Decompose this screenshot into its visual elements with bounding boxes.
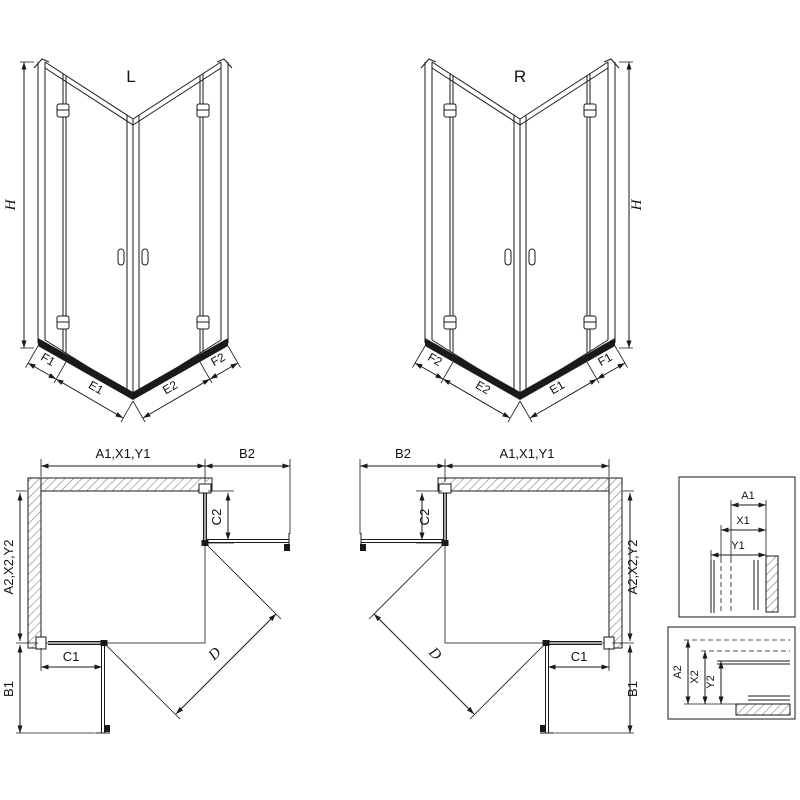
front-view-right: R H F2 E2 E1 F1 xyxy=(412,58,645,423)
hinge-mark xyxy=(201,540,209,546)
wall-profiles xyxy=(33,58,233,343)
dim-diagonal: D xyxy=(104,543,282,720)
dim-b2-label: B2 xyxy=(239,446,255,461)
dim-c1: C1 xyxy=(548,648,610,671)
dim-x2-label: X2 xyxy=(689,670,701,683)
dim-b2-label: B2 xyxy=(395,446,411,461)
front-view-left-title: L xyxy=(126,67,135,86)
wall-section xyxy=(765,555,779,613)
dim-e2-label: E2 xyxy=(160,378,180,398)
plan-view-left: A1,X1,Y1 B2 C2 A2,X2,Y2 B1 C1 D xyxy=(1,446,291,734)
dim-c2: C2 xyxy=(208,490,234,544)
walls xyxy=(27,477,213,649)
dim-e1-label: E1 xyxy=(547,378,567,398)
dim-e1-label: E1 xyxy=(86,378,106,398)
front-view-left: L H F1 E1 E2 F2 xyxy=(3,58,241,423)
dim-height-label: H xyxy=(3,198,19,211)
door-handle xyxy=(360,544,366,551)
dim-width-label: A1,X1,Y1 xyxy=(500,446,555,461)
dim-y1-label: Y1 xyxy=(731,540,744,552)
dim-height: H xyxy=(619,61,645,349)
detail-dims: A2 X2 Y2 xyxy=(672,640,724,704)
door-handle xyxy=(104,725,110,732)
hinge-mark xyxy=(441,540,449,546)
door-hinges xyxy=(443,103,597,330)
dim-bottom: F2 E2 E1 F1 xyxy=(412,345,628,423)
dim-c1: C1 xyxy=(40,648,102,671)
dim-width-top: B2 A1,X1,Y1 xyxy=(359,446,610,534)
dim-a2-label: A2 xyxy=(672,665,684,678)
profile-section xyxy=(684,639,791,716)
dim-height: H xyxy=(3,61,34,349)
dim-f1-label: F1 xyxy=(595,350,614,369)
dim-d-label: D xyxy=(425,644,445,664)
dim-c2-label: C2 xyxy=(417,509,432,526)
glass-panels xyxy=(431,61,609,396)
door-handles xyxy=(504,248,536,266)
dim-a1-label: A1 xyxy=(741,490,754,502)
profile-section xyxy=(710,555,779,613)
dim-f1-label: F1 xyxy=(38,350,57,369)
fixed-glass-panels xyxy=(438,483,615,650)
shower-tray-outline xyxy=(40,490,206,644)
dim-f2-label: F2 xyxy=(208,350,227,369)
wall-profile xyxy=(438,483,452,494)
fixed-glass-panels xyxy=(35,483,212,650)
dim-height-label: H xyxy=(629,198,645,211)
dim-b1-label: B1 xyxy=(625,681,640,697)
dim-c1-label: C1 xyxy=(571,649,588,664)
hinge-mark xyxy=(542,640,550,646)
glass-panels xyxy=(44,61,222,396)
dim-width-label: A1,X1,Y1 xyxy=(96,446,151,461)
dim-d-label: D xyxy=(205,645,225,665)
dim-c2: C2 xyxy=(416,490,442,544)
front-view-right-title: R xyxy=(514,67,526,86)
dim-width-top: A1,X1,Y1 B2 xyxy=(40,446,291,534)
wall-profile xyxy=(198,483,212,494)
dim-b1-label: B1 xyxy=(1,681,16,697)
dim-x1-label: X1 xyxy=(736,515,749,527)
dim-c1-label: C1 xyxy=(63,649,80,664)
dim-bottom: F1 E1 E2 F2 xyxy=(25,345,241,423)
door-handle xyxy=(284,544,290,551)
dim-diagonal: D xyxy=(368,543,546,720)
wall-profiles xyxy=(420,58,620,343)
detail-dims: A1 X1 Y1 xyxy=(710,490,767,612)
open-doors xyxy=(360,533,555,734)
dim-b1: B1 xyxy=(1,645,95,734)
door-hinges xyxy=(56,103,210,330)
hinge-mark xyxy=(100,640,108,646)
dim-depth-right: A2,X2,Y2 xyxy=(612,490,640,644)
door-handle xyxy=(540,725,546,732)
dim-b1: B1 xyxy=(555,645,640,734)
dim-c2-label: C2 xyxy=(209,509,224,526)
dim-e2-label: E2 xyxy=(473,378,493,398)
open-doors xyxy=(95,533,290,734)
shower-tray-outline xyxy=(444,490,610,644)
wall-section xyxy=(735,703,791,716)
dim-y2-label: Y2 xyxy=(705,675,717,688)
door-handles xyxy=(117,248,149,266)
detail-wall-profile-bottom: A2 X2 Y2 xyxy=(667,626,796,720)
detail-wall-profile-top: A1 X1 Y1 xyxy=(678,476,796,618)
dim-depth-left: A2,X2,Y2 xyxy=(1,490,38,644)
dim-f2-label: F2 xyxy=(425,350,444,369)
dim-depth-label: A2,X2,Y2 xyxy=(1,540,16,595)
dim-depth-label: A2,X2,Y2 xyxy=(625,540,640,595)
plan-view-right: B2 A1,X1,Y1 C2 A2,X2,Y2 B1 C1 D xyxy=(359,446,640,734)
walls xyxy=(437,477,623,649)
